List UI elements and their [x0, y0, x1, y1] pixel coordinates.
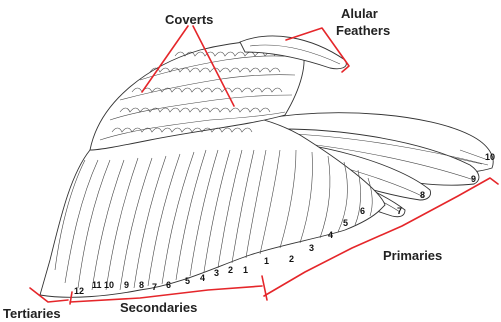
label-tertiaries: Tertiaries [3, 306, 61, 321]
primary-number-1: 1 [264, 256, 269, 266]
secondary-number-1: 1 [243, 265, 248, 275]
primary-number-10: 10 [485, 152, 495, 162]
label-secondaries: Secondaries [120, 300, 197, 315]
label-primaries: Primaries [383, 248, 442, 263]
secondary-number-11: 11 [92, 280, 102, 290]
primary-number-6: 6 [360, 206, 365, 216]
secondary-number-9: 9 [124, 280, 129, 290]
primary-number-5: 5 [343, 218, 348, 228]
primary-number-4: 4 [328, 230, 333, 240]
secondary-number-6: 6 [166, 280, 171, 290]
label-coverts: Coverts [165, 12, 213, 27]
secondary-number-12: 12 [74, 286, 84, 296]
primary-number-9: 9 [471, 174, 476, 184]
secondary-number-2: 2 [228, 265, 233, 275]
primary-number-3: 3 [309, 243, 314, 253]
primary-number-8: 8 [420, 190, 425, 200]
secondary-number-5: 5 [185, 276, 190, 286]
label-alular-line1: Alular [341, 6, 378, 21]
secondary-number-3: 3 [214, 268, 219, 278]
primary-number-7: 7 [397, 206, 402, 216]
secondary-number-10: 10 [104, 280, 114, 290]
secondary-number-4: 4 [200, 273, 205, 283]
primary-number-2: 2 [289, 254, 294, 264]
secondary-number-8: 8 [139, 280, 144, 290]
secondary-number-7: 7 [152, 282, 157, 292]
label-alular-line2: Feathers [336, 23, 390, 38]
